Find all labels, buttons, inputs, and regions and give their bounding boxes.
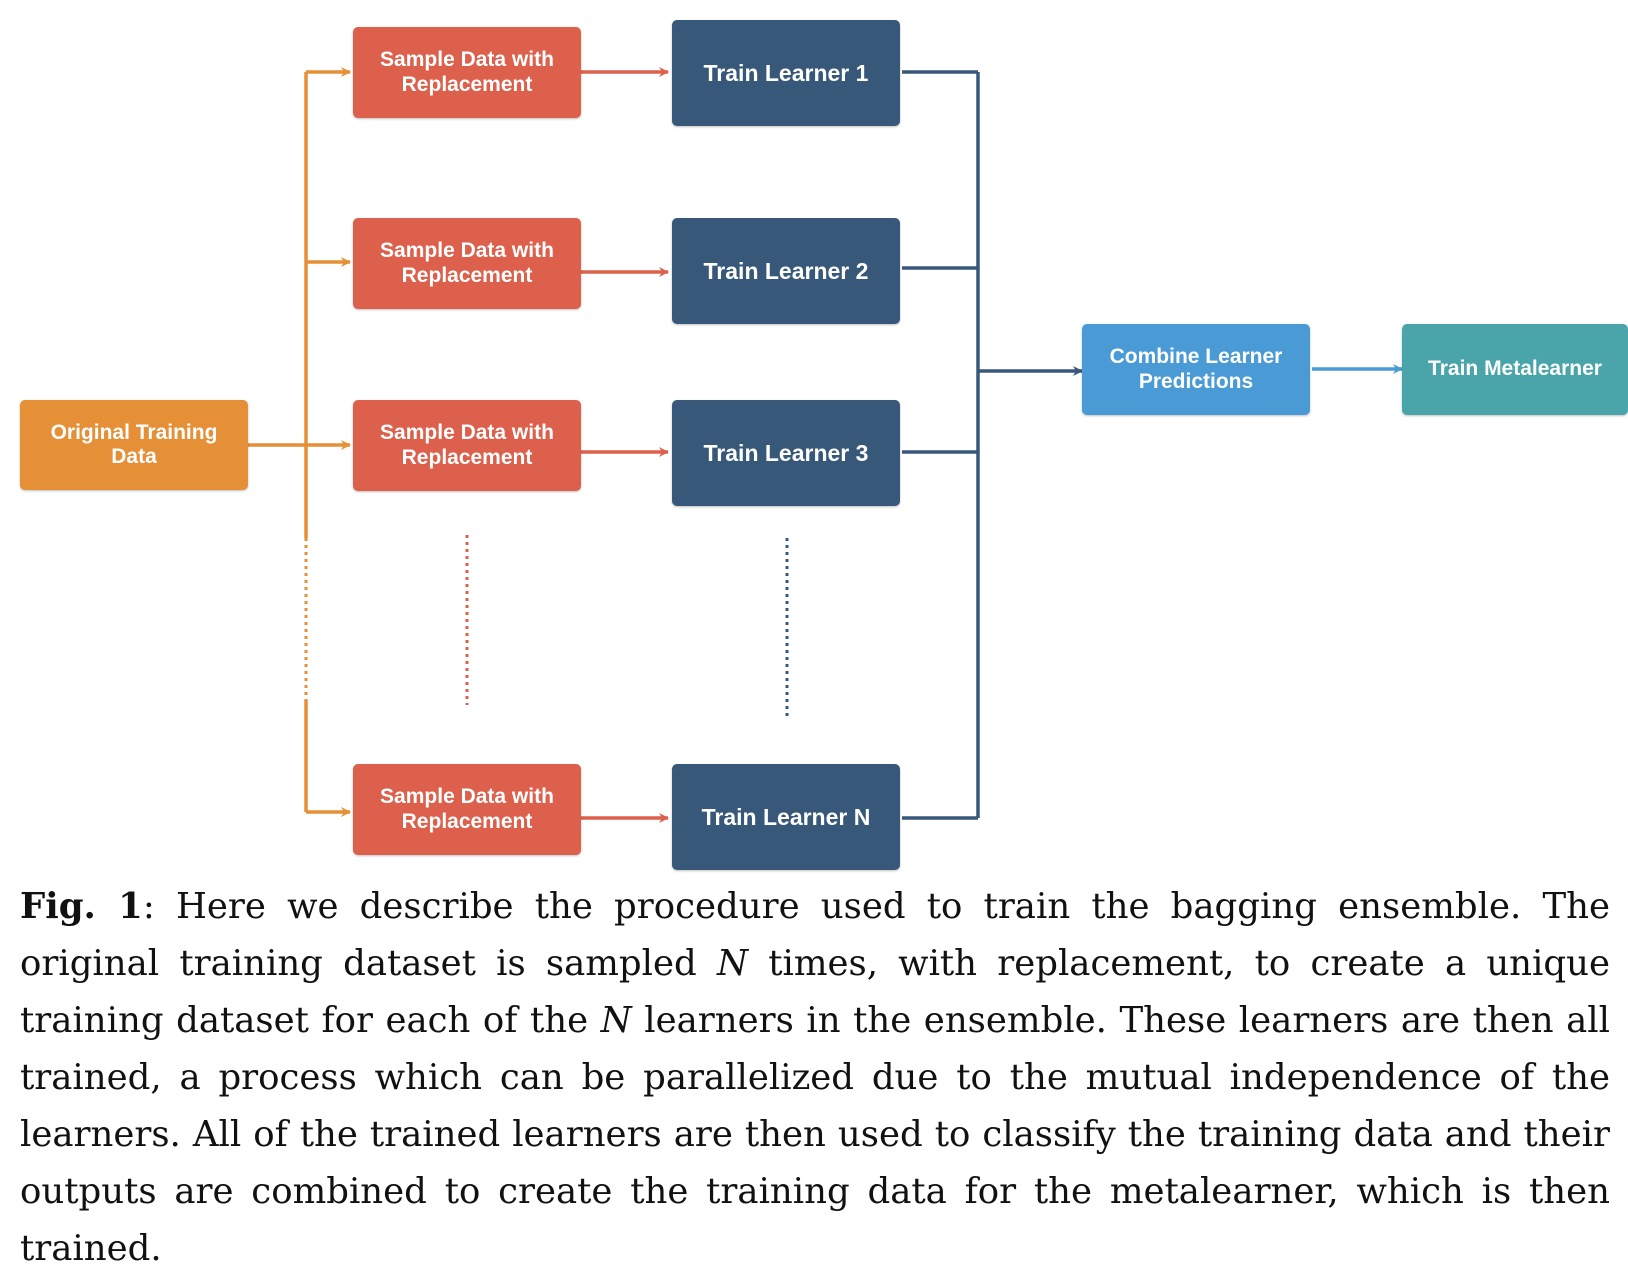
caption-label: Fig. 1	[20, 886, 143, 927]
node-learner-2-label: Train Learner 2	[703, 257, 869, 284]
node-sample-3: Sample Data with Replacement	[353, 400, 581, 491]
node-combine-predictions: Combine Learner Predictions	[1082, 324, 1310, 415]
caption-text-1: Here we describe the procedure used to t…	[20, 886, 1610, 984]
node-combine-label: Combine Learner Predictions	[1109, 345, 1283, 393]
node-sample-3-label: Sample Data with Replacement	[380, 421, 554, 469]
caption-var-n-2: N	[600, 1000, 632, 1041]
node-learner-1-label: Train Learner 1	[703, 59, 869, 86]
node-original-label: Original Training Data	[50, 420, 218, 468]
node-sample-n-label: Sample Data with Replacement	[380, 785, 554, 833]
figure-caption: Fig. 1: Here we describe the procedure u…	[20, 878, 1610, 1277]
node-original-training-data: Original Training Data	[20, 400, 248, 490]
node-meta-label: Train Metalearner	[1428, 357, 1602, 381]
node-learner-n-label: Train Learner N	[701, 803, 871, 830]
node-train-metalearner: Train Metalearner	[1402, 324, 1628, 415]
node-learner-3-label: Train Learner 3	[703, 439, 869, 466]
node-sample-2: Sample Data with Replacement	[353, 218, 581, 309]
node-learner-3: Train Learner 3	[672, 400, 900, 506]
caption-text-2: times, with replacement, to create a uni…	[20, 943, 1610, 1041]
node-learner-1: Train Learner 1	[672, 20, 900, 126]
node-sample-2-label: Sample Data with Replacement	[380, 239, 554, 287]
caption-text-3: learners in the ensemble. These learners…	[20, 1000, 1610, 1269]
node-sample-1: Sample Data with Replacement	[353, 27, 581, 118]
caption-separator: :	[142, 886, 176, 927]
node-learner-n: Train Learner N	[672, 764, 900, 870]
red-connectors	[465, 67, 669, 823]
node-sample-n: Sample Data with Replacement	[353, 764, 581, 855]
navy-connectors	[785, 70, 1083, 820]
diagram-connectors	[248, 67, 1403, 823]
caption-var-n-1: N	[716, 943, 748, 984]
node-learner-2: Train Learner 2	[672, 218, 900, 324]
orange-connectors	[248, 67, 351, 817]
node-sample-1-label: Sample Data with Replacement	[380, 48, 554, 96]
